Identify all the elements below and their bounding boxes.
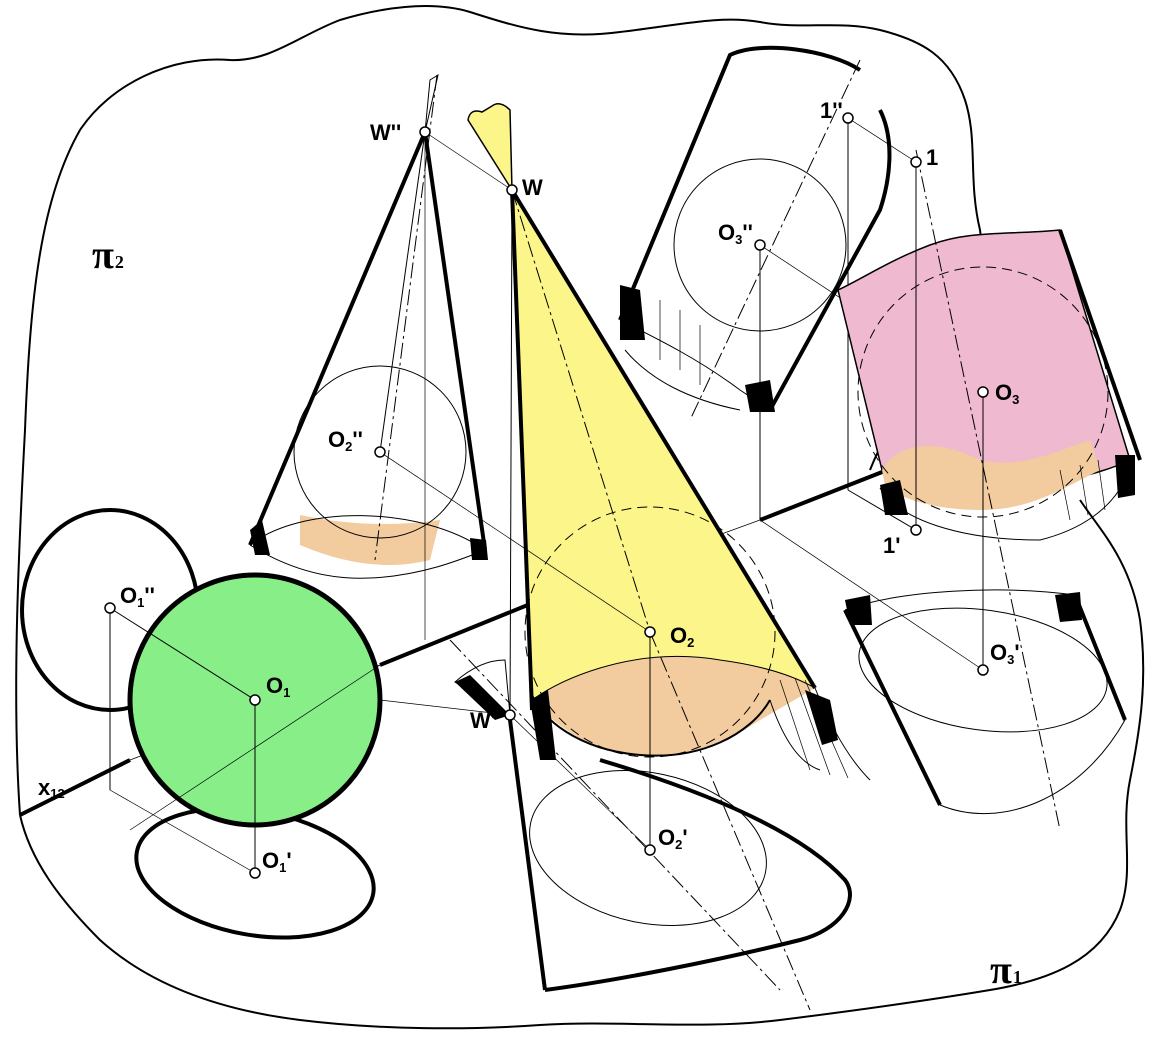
point-o3 xyxy=(977,386,989,398)
point-w-front xyxy=(419,126,431,138)
label-pi1: π1 xyxy=(990,947,1022,992)
label-o2-front: O2'' xyxy=(328,427,363,454)
label-o3-front: O3'' xyxy=(718,220,753,247)
point-o3-front xyxy=(754,239,766,251)
label-o2-top: O2' xyxy=(658,825,688,852)
label-o1: O1 xyxy=(266,673,290,700)
label-o3-top: O3' xyxy=(990,640,1020,667)
label-pi2: π2 xyxy=(92,232,124,277)
point-w xyxy=(506,184,518,196)
cone-group xyxy=(379,103,871,1011)
point-o2-front xyxy=(374,446,386,458)
frontal-plane-pi2 xyxy=(15,5,982,816)
label-w: W xyxy=(522,175,543,200)
point-1-front xyxy=(842,112,854,124)
point-o2-top xyxy=(644,844,656,856)
points xyxy=(104,112,989,879)
label-o2: O2 xyxy=(670,623,694,650)
label-1: 1 xyxy=(926,145,938,170)
label-o1-top: O1' xyxy=(262,848,292,875)
cylinder-frontal-projection xyxy=(618,45,984,520)
point-w-top xyxy=(504,709,516,721)
point-o1 xyxy=(249,694,261,706)
label-1-front: 1'' xyxy=(820,98,843,123)
label-w-top: W' xyxy=(470,708,496,733)
label-o3: O3 xyxy=(995,380,1019,407)
cylinder-group xyxy=(837,149,1142,831)
sphere-group xyxy=(20,508,383,940)
cone-horizontal-projection xyxy=(379,639,852,992)
point-o2 xyxy=(644,626,656,638)
point-o1-top xyxy=(249,867,261,879)
point-o3-top xyxy=(977,664,989,676)
point-o1-front xyxy=(104,602,116,614)
point-1-top xyxy=(910,524,922,536)
cylinder-horizontal-projection xyxy=(759,519,1127,815)
label-o1-front: O1'' xyxy=(120,583,155,610)
label-1-top: 1' xyxy=(883,533,900,558)
point-1 xyxy=(910,156,922,168)
labels: π2 π1 x12 O1'' O1 O1' W'' W W' O2'' O2 O… xyxy=(38,98,1022,992)
label-x12: x12 xyxy=(38,775,65,801)
horizontal-plane-pi1 xyxy=(19,499,1145,1030)
cone-frontal-projection xyxy=(248,73,488,640)
label-w-front: W'' xyxy=(370,120,401,145)
